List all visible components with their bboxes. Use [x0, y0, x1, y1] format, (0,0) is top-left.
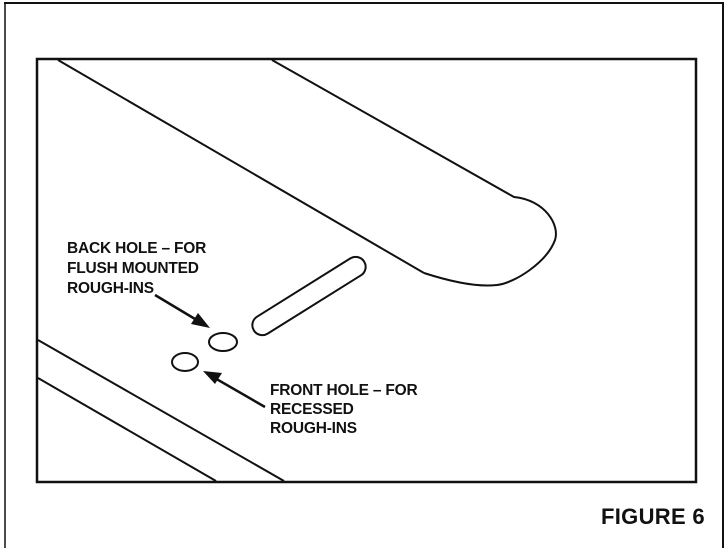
back-hole-arrow [154, 293, 210, 328]
back-hole-label: BACK HOLE – FOR FLUSH MOUNTED ROUGH-INS [67, 240, 210, 297]
front-hole [171, 352, 199, 372]
drawing-frame [35, 57, 698, 484]
figure-title: FIGURE 6 [601, 504, 705, 529]
front-hole-arrow [203, 371, 266, 409]
back-hole [208, 332, 238, 352]
front-hole-label: FRONT HOLE – FOR RECESSED ROUGH-INS [270, 382, 422, 437]
tub-deck-outline [57, 59, 557, 287]
tub-apron-lines [37, 339, 285, 482]
overflow-slot [251, 255, 367, 337]
outer-frame [4, 2, 724, 548]
